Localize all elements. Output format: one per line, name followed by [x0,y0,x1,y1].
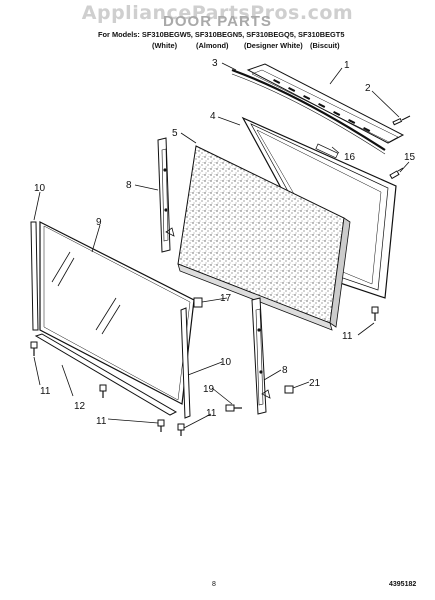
part-3-handle-bar [231,68,386,155]
part-9-door-glass [39,221,195,405]
callout-11-left: 11 [40,386,51,397]
part-21-clip [284,385,294,394]
callout-10-left: 10 [34,183,46,194]
diagram-title: DOOR PARTS [163,13,272,30]
part-17-clip [193,297,203,308]
callout-16: 16 [344,152,356,163]
part-11-screw-bottom-right [177,423,185,436]
callout-8-upper: 8 [126,180,132,191]
part-11-screw-left [30,341,38,356]
part-10-side-trim-left [30,221,39,331]
models-line: For Models: SF310BEGW5, SF310BEGN5, SF31… [98,30,345,39]
callout-17: 17 [220,293,232,304]
part-11-screw-mid [99,384,107,398]
leader-lines [33,62,410,429]
part-2-screw [392,115,411,126]
callout-8-lower: 8 [282,365,288,376]
part-10-side-trim-right [180,307,191,419]
part-11-screw-bottom [157,419,165,432]
callout-11-bottom: 11 [96,416,107,427]
part-5-insulation [177,145,351,331]
watermark: AppliancePartsPros.com [81,2,354,24]
color-label-designer-white: (Designer White) [244,41,303,50]
callout-11-right: 11 [342,331,353,342]
callout-19: 19 [203,384,215,395]
callout-10-right: 10 [220,357,232,368]
callout-1: 1 [344,60,350,71]
document-number: 4395182 [389,581,417,588]
part-11-screw-right [371,306,379,321]
part-19-screw [225,404,242,412]
callout-3: 3 [212,58,218,69]
callout-2: 2 [365,83,371,94]
callout-15: 15 [404,152,416,163]
callout-4: 4 [210,111,216,122]
callout-9: 9 [96,217,102,228]
callout-5: 5 [172,128,178,139]
callout-11-bottom-right: 11 [206,408,217,419]
callout-21: 21 [309,378,321,389]
callout-12: 12 [74,401,86,412]
color-label-biscuit: (Biscuit) [310,41,340,50]
part-8-hinge-channel-upper [157,137,175,253]
part-15-screw [389,167,404,180]
color-label-white: (White) [152,41,178,50]
part-1-vent-trim [246,63,405,144]
color-label-almond: (Almond) [196,41,229,50]
page-number: 8 [212,581,216,588]
part-12-bottom-trim [34,333,178,416]
part-8-hinge-channel-lower [251,297,271,415]
